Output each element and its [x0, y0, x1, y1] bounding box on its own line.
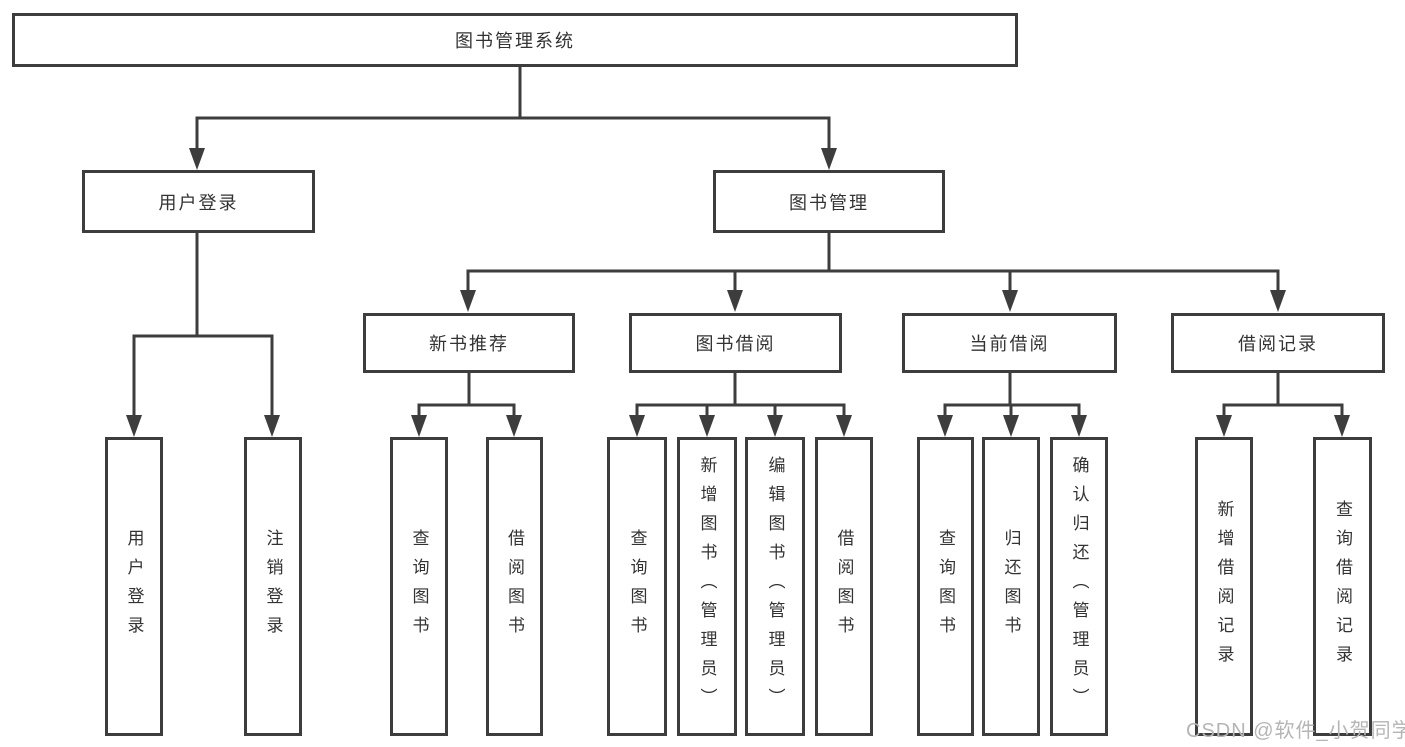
- node-add-borrow-record: 新增借阅记录: [1195, 437, 1253, 736]
- node-user-login-leaf: 用户登录: [105, 437, 163, 736]
- node-label: 用户登录: [124, 528, 144, 645]
- node-label: 查询图书: [627, 528, 647, 645]
- node-logout-leaf: 注销登录: [244, 437, 302, 736]
- node-label: 新增借阅记录: [1214, 499, 1234, 674]
- node-label: 归还图书: [1001, 528, 1021, 645]
- node-borrow-books-borrowing: 借阅图书: [815, 437, 873, 736]
- node-label: 借阅记录: [1238, 334, 1318, 354]
- node-query-books-recommend: 查询图书: [390, 437, 448, 736]
- node-label: 图书借阅: [695, 334, 776, 354]
- node-user-login-group: 用户登录: [82, 170, 315, 233]
- node-label: 编辑图书（管理员）: [765, 456, 785, 717]
- node-label: 借阅图书: [834, 528, 854, 645]
- node-label: 确认归还（管理员）: [1069, 456, 1089, 717]
- node-confirm-return-admin: 确认归还（管理员）: [1050, 437, 1108, 736]
- node-book-management-system: 图书管理系统: [12, 13, 1018, 67]
- node-label: 图书管理: [789, 192, 869, 213]
- node-label: 新增图书（管理员）: [697, 456, 717, 717]
- node-label: 查询图书: [409, 528, 429, 645]
- node-return-books: 归还图书: [982, 437, 1040, 736]
- node-label: 注销登录: [263, 528, 283, 645]
- csdn-watermark: CSDN @软件_小贺同学: [1186, 720, 1405, 742]
- node-new-book-recommendation: 新书推荐: [363, 313, 575, 373]
- node-label: 新书推荐: [429, 334, 509, 354]
- node-label: 查询图书: [936, 528, 955, 645]
- node-label: 查询借阅记录: [1333, 499, 1352, 674]
- node-query-books-current: 查询图书: [917, 437, 974, 736]
- node-add-books-admin: 新增图书（管理员）: [677, 437, 737, 736]
- node-query-borrow-record: 查询借阅记录: [1313, 437, 1372, 736]
- node-label: 用户登录: [158, 192, 239, 213]
- node-book-borrowing: 图书借阅: [629, 313, 842, 373]
- node-current-borrowing: 当前借阅: [902, 313, 1117, 373]
- node-label: 当前借阅: [969, 334, 1050, 354]
- node-label: 图书管理系统: [455, 31, 575, 51]
- node-book-management: 图书管理: [713, 170, 945, 233]
- node-borrowing-records: 借阅记录: [1171, 313, 1385, 373]
- node-borrow-books-recommend: 借阅图书: [486, 437, 543, 736]
- node-edit-books-admin: 编辑图书（管理员）: [745, 437, 805, 736]
- node-label: 借阅图书: [505, 528, 524, 645]
- node-query-books-borrowing: 查询图书: [607, 437, 667, 736]
